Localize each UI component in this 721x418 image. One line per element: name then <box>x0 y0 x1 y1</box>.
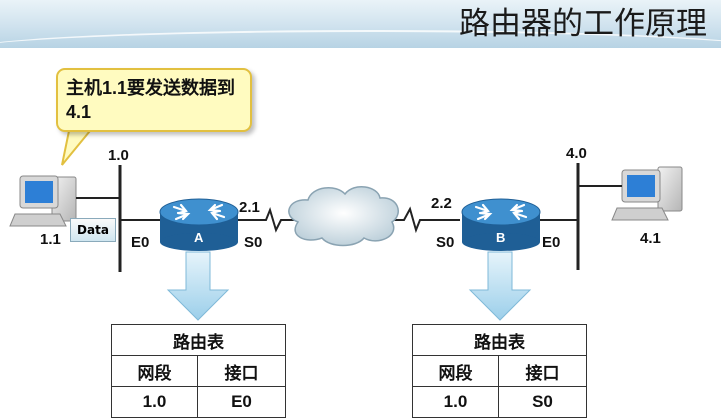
table-cell-network: 1.0 <box>111 386 198 418</box>
serial-link-b <box>386 206 460 234</box>
interface-label-a-e0: E0 <box>131 234 150 251</box>
column-header-network: 网段 <box>412 355 499 387</box>
table-cell-interface: S0 <box>498 386 587 418</box>
address-label-a-s0: 2.1 <box>239 199 260 216</box>
routing-table-title: 路由表 <box>111 324 286 356</box>
network-label-left: 1.0 <box>108 147 129 164</box>
column-header-interface: 接口 <box>498 355 587 387</box>
down-arrow-right <box>468 251 532 321</box>
interface-label-b-s0: S0 <box>436 234 455 251</box>
routing-table-a: 路由表 网段 接口 1.0 E0 <box>111 324 286 418</box>
network-diagram <box>9 125 683 321</box>
host-label-right: 4.1 <box>640 230 661 247</box>
title-bar-decoration <box>0 30 721 48</box>
host-pc-right <box>611 166 683 221</box>
router-a <box>159 198 239 251</box>
callout-text: 主机1.1要发送数据到4.1 <box>66 78 236 122</box>
host-label-left: 1.1 <box>40 231 61 248</box>
router-tag-a: A <box>194 230 204 245</box>
interface-label-a-s0: S0 <box>244 234 263 251</box>
down-arrow-left <box>166 251 230 321</box>
network-label-right: 4.0 <box>566 145 587 162</box>
router-b <box>461 198 541 251</box>
router-tag-b: B <box>496 230 506 245</box>
slide-title: 路由器的工作原理 <box>459 6 707 42</box>
column-header-network: 网段 <box>111 355 198 387</box>
callout-bubble: 主机1.1要发送数据到4.1 <box>56 68 252 132</box>
serial-link-a <box>238 206 296 233</box>
table-cell-interface: E0 <box>197 386 286 418</box>
wan-cloud <box>288 186 399 247</box>
host-pc-left <box>9 175 77 227</box>
data-packet: Data <box>70 218 116 242</box>
address-label-b-s0: 2.2 <box>431 195 452 212</box>
interface-label-b-e0: E0 <box>542 234 561 251</box>
table-cell-network: 1.0 <box>412 386 499 418</box>
routing-table-title: 路由表 <box>412 324 587 356</box>
title-bar: 路由器的工作原理 <box>0 0 721 48</box>
column-header-interface: 接口 <box>197 355 286 387</box>
routing-table-b: 路由表 网段 接口 1.0 S0 <box>412 324 587 418</box>
